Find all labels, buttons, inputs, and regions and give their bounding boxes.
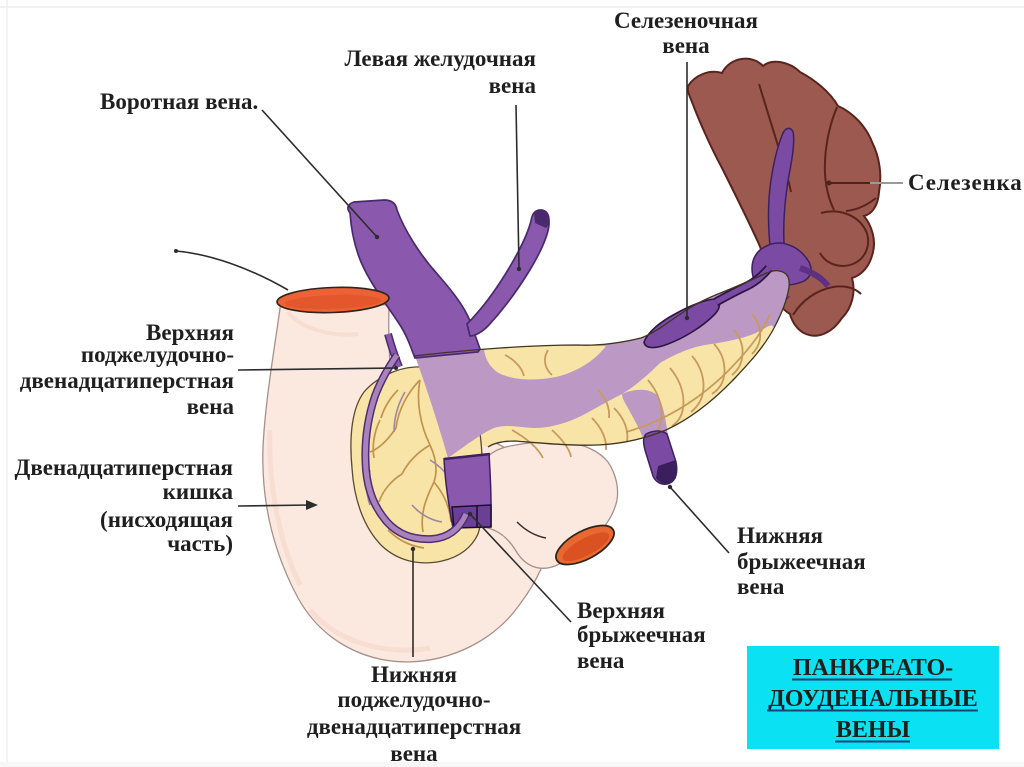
svg-text:вена: вена [187,394,235,419]
svg-text:Левая желудочная: Левая желудочная [344,46,536,71]
svg-text:Верхняя: Верхняя [146,320,234,345]
svg-text:вена: вена [489,73,537,98]
svg-text:Нижняя: Нижняя [371,662,457,687]
svg-text:кишка: кишка [163,479,234,504]
svg-text:двенадцатиперстная: двенадцатиперстная [307,714,521,739]
svg-text:вена: вена [662,33,710,58]
svg-text:поджелудочно-: поджелудочно- [337,687,490,712]
svg-text:вена: вена [577,648,625,673]
svg-text:ПАНКРЕАТО-: ПАНКРЕАТО- [793,655,953,681]
svg-text:вена: вена [737,574,785,599]
svg-text:Воротная вена.: Воротная вена. [100,89,258,114]
svg-text:брыжеечная: брыжеечная [577,622,706,647]
svg-text:брыжеечная: брыжеечная [737,549,866,574]
svg-text:(нисходящая: (нисходящая [100,507,233,532]
svg-text:Двенадцатиперстная: Двенадцатиперстная [15,455,234,480]
svg-text:Верхняя: Верхняя [577,598,665,623]
svg-text:ДОУДЕНАЛЬНЫЕ: ДОУДЕНАЛЬНЫЕ [768,686,978,712]
svg-text:ВЕНЫ: ВЕНЫ [836,717,911,743]
svg-text:вена: вена [390,741,438,766]
svg-text:Селезеночная: Селезеночная [614,8,758,33]
svg-text:часть): часть) [167,531,233,556]
svg-text:Нижняя: Нижняя [737,523,823,548]
svg-text:поджелудочно-: поджелудочно- [81,342,234,367]
svg-text:двенадцатиперстная: двенадцатиперстная [20,368,234,393]
svg-text:Селезенка: Селезенка [908,170,1023,195]
